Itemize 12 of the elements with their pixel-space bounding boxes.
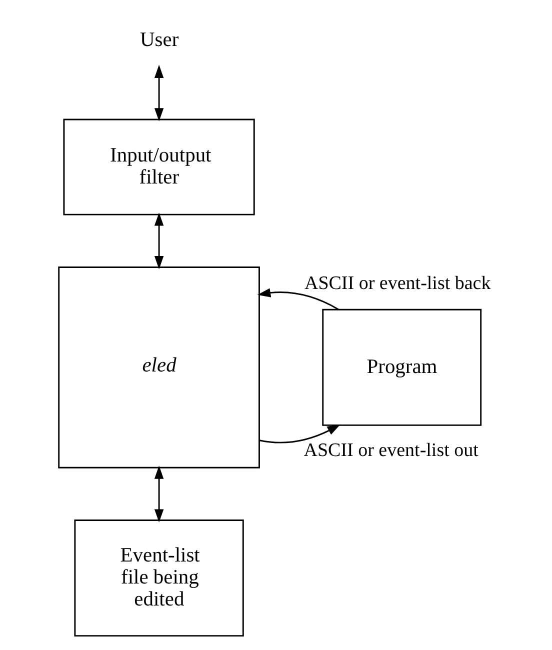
arrow xyxy=(154,64,164,122)
arrow xyxy=(154,212,164,270)
arrow xyxy=(258,424,340,444)
node-box: Input/output filter xyxy=(62,118,254,216)
arrow xyxy=(154,466,164,522)
node-box: eled xyxy=(58,266,260,468)
node-text: User xyxy=(140,28,178,51)
edge-label: ASCII or event-list back xyxy=(304,273,490,294)
edge-label: ASCII or event-list out xyxy=(303,440,478,461)
node-box: Program xyxy=(322,308,482,426)
node-box: Event-list file being edited xyxy=(74,520,244,637)
arrow xyxy=(256,288,338,310)
